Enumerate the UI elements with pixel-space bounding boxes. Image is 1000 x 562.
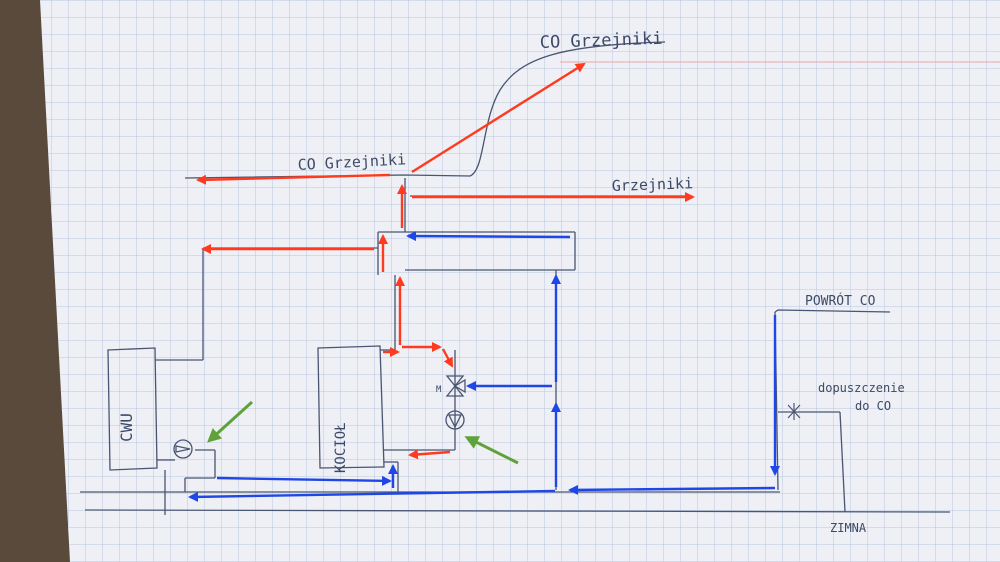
cold-arrow-return-left <box>188 489 556 502</box>
arrow-icon <box>207 400 254 443</box>
label-boiler: KOCIOŁ <box>333 422 349 473</box>
hot-flow-arrows <box>196 62 695 460</box>
cold-arrow-manifold <box>406 231 571 242</box>
hot-arrow-to-radiators-top <box>411 62 586 174</box>
paper-sheet <box>40 0 1000 562</box>
label-radiators-mid: CO Grzejniki <box>297 150 406 174</box>
cold-flow-arrows <box>188 231 780 502</box>
label-radiators-right: Grzejniki <box>612 174 694 195</box>
label-cwu: CWU <box>117 413 136 442</box>
hot-arrow-valve-in <box>441 348 454 368</box>
cold-arrow-to-boiler <box>216 475 392 486</box>
label-fill-valve-2: do CO <box>855 399 891 413</box>
label-radiators-top: CO Grzejniki <box>539 29 662 53</box>
arrow-icon <box>464 436 519 465</box>
hot-arrow-boiler-return <box>408 449 451 460</box>
label-cold-water: ZIMNA <box>830 521 867 535</box>
label-valve-motor: M <box>436 385 442 395</box>
three-way-valve-icon <box>445 375 466 397</box>
hot-arrow-to-radiators-left <box>196 173 391 185</box>
pump-pointer-arrows <box>207 400 519 465</box>
label-fill-valve-1: dopuszczenie <box>818 381 905 395</box>
fill-valve-icon <box>787 403 801 420</box>
cold-arrow-return-bottom <box>568 484 776 495</box>
boiler-pump-icon <box>445 410 465 430</box>
cwu-pump-icon <box>173 439 193 459</box>
label-return-co: POWRÓT CO <box>805 293 876 309</box>
